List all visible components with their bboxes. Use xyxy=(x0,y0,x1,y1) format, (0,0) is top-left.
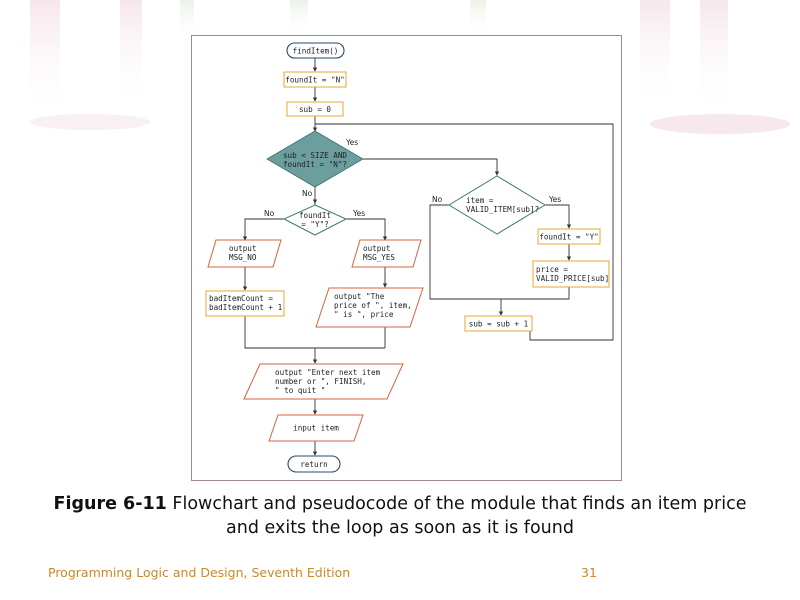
init-found-label: foundIt = "N" xyxy=(285,76,344,85)
bad-item-count-line2: badItemCount + 1 xyxy=(209,303,283,312)
output-msg-yes-line2: MSG_YES xyxy=(363,253,395,262)
caption-text: Flowchart and pseudocode of the module t… xyxy=(166,494,747,538)
footer-book-title: Programming Logic and Design, Seventh Ed… xyxy=(48,565,351,580)
figure-number: Figure 6-11 xyxy=(53,494,167,514)
output-price-line2: price of ", item, xyxy=(334,301,412,310)
output-msg-no-line2: MSG_NO xyxy=(229,253,257,262)
output-msg-yes xyxy=(351,239,422,268)
item-no-label: No xyxy=(432,195,443,204)
increment-box xyxy=(464,315,533,332)
set-found-box xyxy=(537,228,601,245)
output-next-line2: number or ", FINISH, xyxy=(275,377,366,386)
output-next-item xyxy=(243,363,404,400)
set-found-label: foundIt = "Y" xyxy=(539,233,598,242)
end-terminal xyxy=(287,455,341,473)
loop-yes-label: Yes xyxy=(345,138,358,147)
connector xyxy=(501,287,570,300)
found-cond-line2: = "Y"? xyxy=(301,220,328,229)
end-label: return xyxy=(300,460,327,469)
item-yes-label: Yes xyxy=(548,195,561,204)
output-price xyxy=(315,287,424,328)
output-price-line3: " is ", price xyxy=(334,310,394,319)
output-next-line3: " to quit " xyxy=(275,386,325,395)
found-decision xyxy=(282,204,348,236)
connector xyxy=(429,204,501,300)
figure-caption: Figure 6-11 Flowchart and pseudocode of … xyxy=(40,492,760,540)
output-msg-yes-line1: output xyxy=(363,244,390,253)
loop-cond-line1: sub < SIZE AND xyxy=(283,151,347,160)
price-assign-box xyxy=(532,260,610,288)
init-found-box xyxy=(283,71,347,88)
bad-item-count-line1: badItemCount = xyxy=(209,294,273,303)
price-assign-line1: price = xyxy=(536,265,568,274)
connector xyxy=(545,204,572,229)
item-cond-line1: item = xyxy=(466,196,494,205)
footer-page-number: 31 xyxy=(581,565,597,580)
item-decision xyxy=(448,175,546,235)
start-label: findItem() xyxy=(293,47,339,56)
output-next-line1: output "Enter next item xyxy=(275,368,381,377)
connectors xyxy=(242,57,614,456)
bad-item-count-box xyxy=(205,290,285,317)
connector xyxy=(346,218,388,241)
output-msg-no xyxy=(207,239,282,268)
output-price-line1: output "The xyxy=(334,292,385,301)
init-sub-box xyxy=(286,101,344,117)
connector xyxy=(315,123,614,341)
item-cond-line2: VALID_ITEM[sub]? xyxy=(466,205,539,214)
connector xyxy=(363,158,500,176)
output-msg-no-line1: output xyxy=(229,244,256,253)
start-terminal xyxy=(286,42,345,59)
connector xyxy=(244,316,385,349)
loop-cond-line2: foundIt = "N"? xyxy=(283,160,347,169)
increment-label: sub = sub + 1 xyxy=(469,320,529,329)
found-cond-line1: foundIt xyxy=(299,211,331,220)
found-no-label: No xyxy=(264,209,275,218)
background-decoration xyxy=(30,0,790,134)
input-item-label: input item xyxy=(293,424,339,433)
connector xyxy=(242,218,284,241)
input-item xyxy=(268,414,364,442)
found-yes-label: Yes xyxy=(352,209,365,218)
init-sub-label: sub = 0 xyxy=(299,105,331,114)
flowchart: findItem() foundIt = "N" sub = 0 sub < S… xyxy=(205,42,614,473)
loop-decision xyxy=(266,130,364,188)
price-assign-line2: VALID_PRICE[sub] xyxy=(536,274,609,283)
loop-no-label: No xyxy=(302,189,313,198)
